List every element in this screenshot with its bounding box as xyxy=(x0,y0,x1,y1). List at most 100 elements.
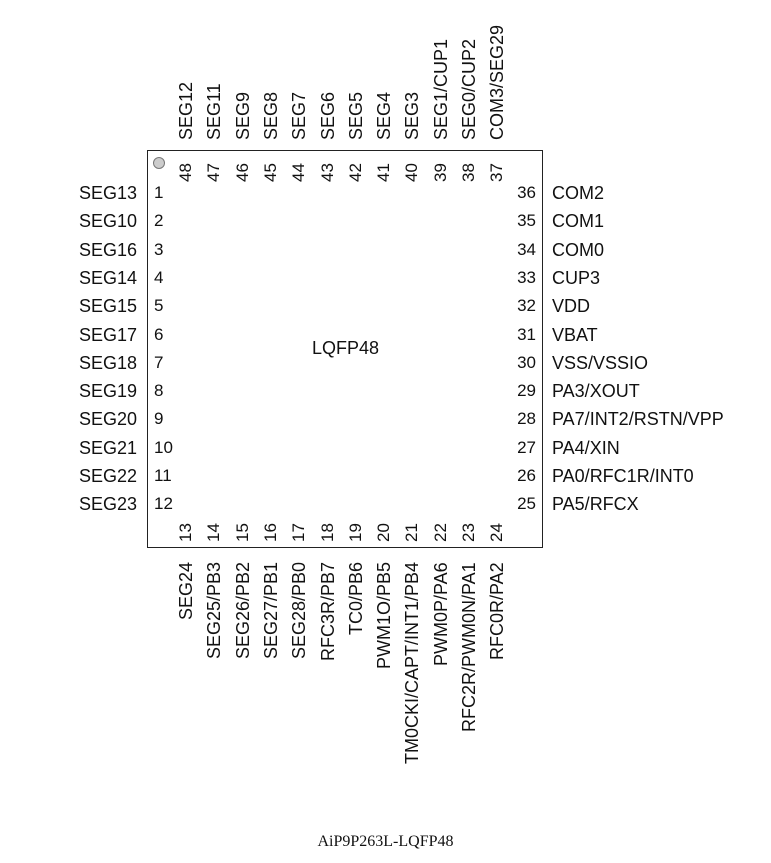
pin-number-top: 46 xyxy=(232,163,252,182)
pin-number-bottom: 16 xyxy=(260,523,280,542)
pin-name-right: PA4/XIN xyxy=(552,437,620,458)
pin-name-top: SEG3 xyxy=(402,91,423,140)
pin-name-left: SEG19 xyxy=(78,381,137,402)
pin-number-right: 34 xyxy=(517,239,536,259)
pin-number-left: 5 xyxy=(154,296,164,316)
pin-name-top: SEG1/CUP1 xyxy=(430,38,451,140)
pin-number-right: 27 xyxy=(517,437,536,457)
pin-number-right: 28 xyxy=(517,409,536,429)
pin-name-left: SEG10 xyxy=(78,211,137,232)
pin-number-right: 29 xyxy=(517,381,536,401)
pin-name-top: SEG8 xyxy=(260,91,281,140)
pin-name-bottom: SEG27/PB1 xyxy=(260,562,281,660)
pin-number-bottom: 20 xyxy=(374,523,394,542)
pin-number-bottom: 23 xyxy=(459,523,478,542)
pin-name-bottom: TC0/PB6 xyxy=(345,562,366,636)
pin1-marker xyxy=(153,157,165,169)
pin-number-top: 44 xyxy=(289,163,309,182)
pin-name-bottom: SEG25/PB3 xyxy=(204,562,225,660)
pin-name-top: SEG5 xyxy=(345,91,366,140)
pin-number-bottom: 24 xyxy=(487,523,507,542)
pin-name-left: SEG22 xyxy=(78,466,137,486)
pin-number-left: 7 xyxy=(154,352,164,372)
pin-number-top: 45 xyxy=(260,163,280,182)
pin-number-bottom: 19 xyxy=(345,523,365,542)
pin-number-bottom: 21 xyxy=(402,523,422,542)
pin-name-bottom: TM0CKI/CAPT/INT1/PB4 xyxy=(402,562,423,765)
pin-number-left: 4 xyxy=(154,267,164,287)
pin-number-left: 1 xyxy=(154,183,164,202)
pin-name-right: COM1 xyxy=(552,211,605,232)
pin-number-top: 41 xyxy=(374,163,394,182)
pin-number-bottom: 22 xyxy=(430,523,450,542)
pin-number-top: 47 xyxy=(204,163,224,182)
pin-number-bottom: 13 xyxy=(176,523,195,542)
pin-name-bottom: SEG24 xyxy=(176,562,196,621)
pin-name-left: SEG18 xyxy=(78,352,137,373)
pin-number-top: 37 xyxy=(487,163,507,182)
pin-number-bottom: 15 xyxy=(232,523,252,542)
pin-number-bottom: 14 xyxy=(204,523,224,542)
pin-number-right: 30 xyxy=(517,352,536,372)
pin-name-left: SEG21 xyxy=(78,437,137,458)
pin-name-right: PA5/RFCX xyxy=(552,494,639,515)
pin-number-left: 11 xyxy=(154,466,172,485)
diagram-caption: AiP9P263L-LQFP48 xyxy=(317,833,454,850)
pin-name-top: SEG4 xyxy=(374,91,395,140)
pin-name-bottom: PWM1O/PB5 xyxy=(374,562,395,670)
pin-number-left: 8 xyxy=(154,381,164,401)
pin-name-left: SEG20 xyxy=(78,409,137,430)
pin-number-left: 3 xyxy=(154,239,164,259)
pin-name-left: SEG14 xyxy=(78,267,137,288)
pin-number-top: 48 xyxy=(176,163,195,182)
pin-number-left: 6 xyxy=(154,324,164,344)
pin-name-bottom: RFC0R/PA2 xyxy=(487,562,508,660)
pin-name-right: COM2 xyxy=(552,183,605,203)
pin-number-right: 33 xyxy=(517,267,536,287)
pin-name-right: CUP3 xyxy=(552,267,601,288)
pin-name-right: PA7/INT2/RSTN/VPP xyxy=(552,409,724,430)
pin-number-bottom: 18 xyxy=(317,523,337,542)
pin-number-bottom: 17 xyxy=(289,523,309,542)
pin-name-left: SEG16 xyxy=(78,239,137,260)
pin-name-bottom: RFC3R/PB7 xyxy=(317,562,338,662)
pin-number-top: 43 xyxy=(317,163,337,182)
pin-name-right: PA0/RFC1R/INT0 xyxy=(552,466,694,486)
pin-name-right: PA3/XOUT xyxy=(552,381,640,402)
pin-name-right: VBAT xyxy=(552,324,598,345)
pin-name-right: VDD xyxy=(552,296,591,317)
pin-name-bottom: PWM0P/PA6 xyxy=(430,562,451,666)
pin-number-right: 36 xyxy=(517,183,536,202)
pin-number-top: 39 xyxy=(430,163,450,182)
pin-name-left: SEG23 xyxy=(78,494,137,515)
pin-name-top: SEG0/CUP2 xyxy=(459,38,479,140)
pin-number-top: 42 xyxy=(345,163,365,182)
pin-number-right: 26 xyxy=(517,466,536,485)
pin-number-left: 12 xyxy=(154,494,173,514)
pin-number-right: 25 xyxy=(517,494,536,514)
pin-name-top: SEG7 xyxy=(289,91,310,140)
pin-name-bottom: RFC2R/PWM0N/PA1 xyxy=(459,562,479,732)
pin-number-right: 31 xyxy=(517,324,536,344)
pin-name-top: SEG12 xyxy=(176,81,196,140)
chip-outline xyxy=(147,150,543,548)
pin-number-top: 38 xyxy=(459,163,478,182)
pin-number-top: 40 xyxy=(402,163,422,182)
package-label: LQFP48 xyxy=(312,338,380,358)
pin-name-top: COM3/SEG29 xyxy=(487,24,508,140)
pin-number-right: 35 xyxy=(517,211,536,231)
pin-name-right: VSS/VSSIO xyxy=(552,352,649,373)
pin-number-left: 2 xyxy=(154,211,164,231)
pin-name-top: SEG11 xyxy=(204,83,225,140)
pin-name-left: SEG13 xyxy=(78,183,137,203)
pin-name-bottom: SEG28/PB0 xyxy=(289,562,310,660)
pin-number-left: 10 xyxy=(154,437,173,457)
pin-name-left: SEG17 xyxy=(78,324,137,345)
pin-number-right: 32 xyxy=(517,296,536,316)
pin-name-bottom: SEG26/PB2 xyxy=(232,562,253,660)
pin-name-top: SEG6 xyxy=(317,91,338,140)
pin-number-left: 9 xyxy=(154,409,164,429)
pin-name-top: SEG9 xyxy=(232,91,253,140)
pin-name-right: COM0 xyxy=(552,239,605,260)
pin-name-left: SEG15 xyxy=(78,296,137,317)
